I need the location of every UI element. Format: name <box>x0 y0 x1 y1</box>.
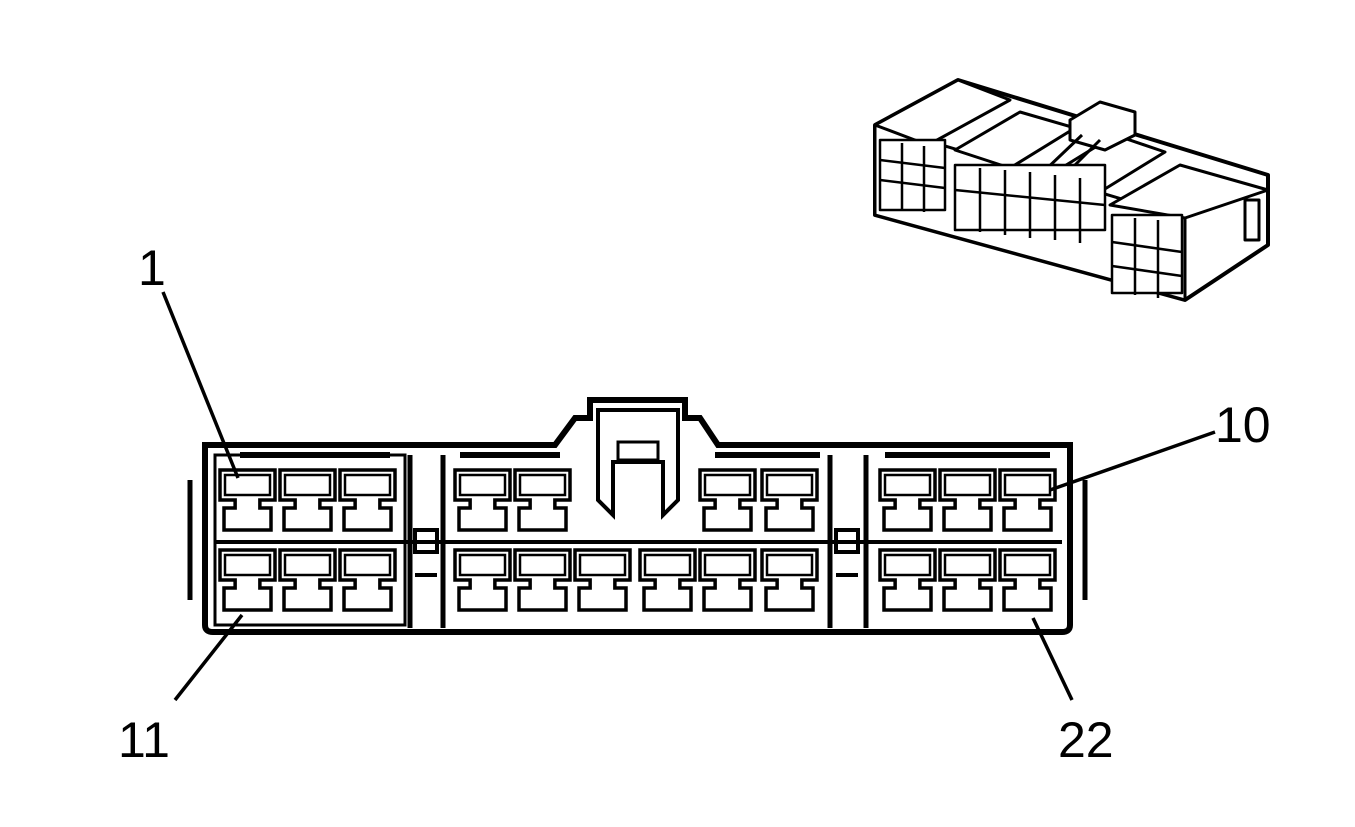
cavity-pin-17 <box>638 548 697 612</box>
pin-cavities <box>218 468 1057 612</box>
leader-line-22 <box>1031 617 1074 701</box>
cavity-pin-14 <box>453 548 512 612</box>
cavity-pin-21 <box>938 548 997 612</box>
cavity-pin-5 <box>513 468 572 532</box>
cavity-pin-20 <box>878 548 937 612</box>
pin-label-10: 10 <box>1215 397 1271 453</box>
cavity-pin-2 <box>278 468 337 532</box>
cavity-pin-6 <box>698 468 757 532</box>
connector-face <box>187 397 1088 635</box>
cavity-pin-8 <box>878 468 937 532</box>
pin-label-11: 11 <box>118 712 170 768</box>
cavity-pin-1 <box>218 468 277 532</box>
leader-line-10 <box>1049 430 1216 492</box>
cavity-pin-7 <box>760 468 819 532</box>
pin-label-22: 22 <box>1058 712 1114 768</box>
pin-label-1: 1 <box>138 240 166 296</box>
cavity-pin-11 <box>218 548 277 612</box>
cavity-pin-13 <box>338 548 397 612</box>
cavity-pin-16 <box>573 548 632 612</box>
cavity-pin-4 <box>453 468 512 532</box>
cavity-pin-18 <box>698 548 757 612</box>
leader-line-11 <box>173 613 244 702</box>
leader-line-1 <box>161 291 240 479</box>
cavity-pin-22 <box>998 548 1057 612</box>
cavity-pin-15 <box>513 548 572 612</box>
leader-lines <box>161 291 1216 702</box>
cavity-pin-19 <box>760 548 819 612</box>
connector-isometric-icon <box>873 78 1270 302</box>
cavity-pin-9 <box>938 468 997 532</box>
cavity-pin-10 <box>998 468 1057 532</box>
cavity-pin-3 <box>338 468 397 532</box>
cavity-pin-12 <box>278 548 337 612</box>
